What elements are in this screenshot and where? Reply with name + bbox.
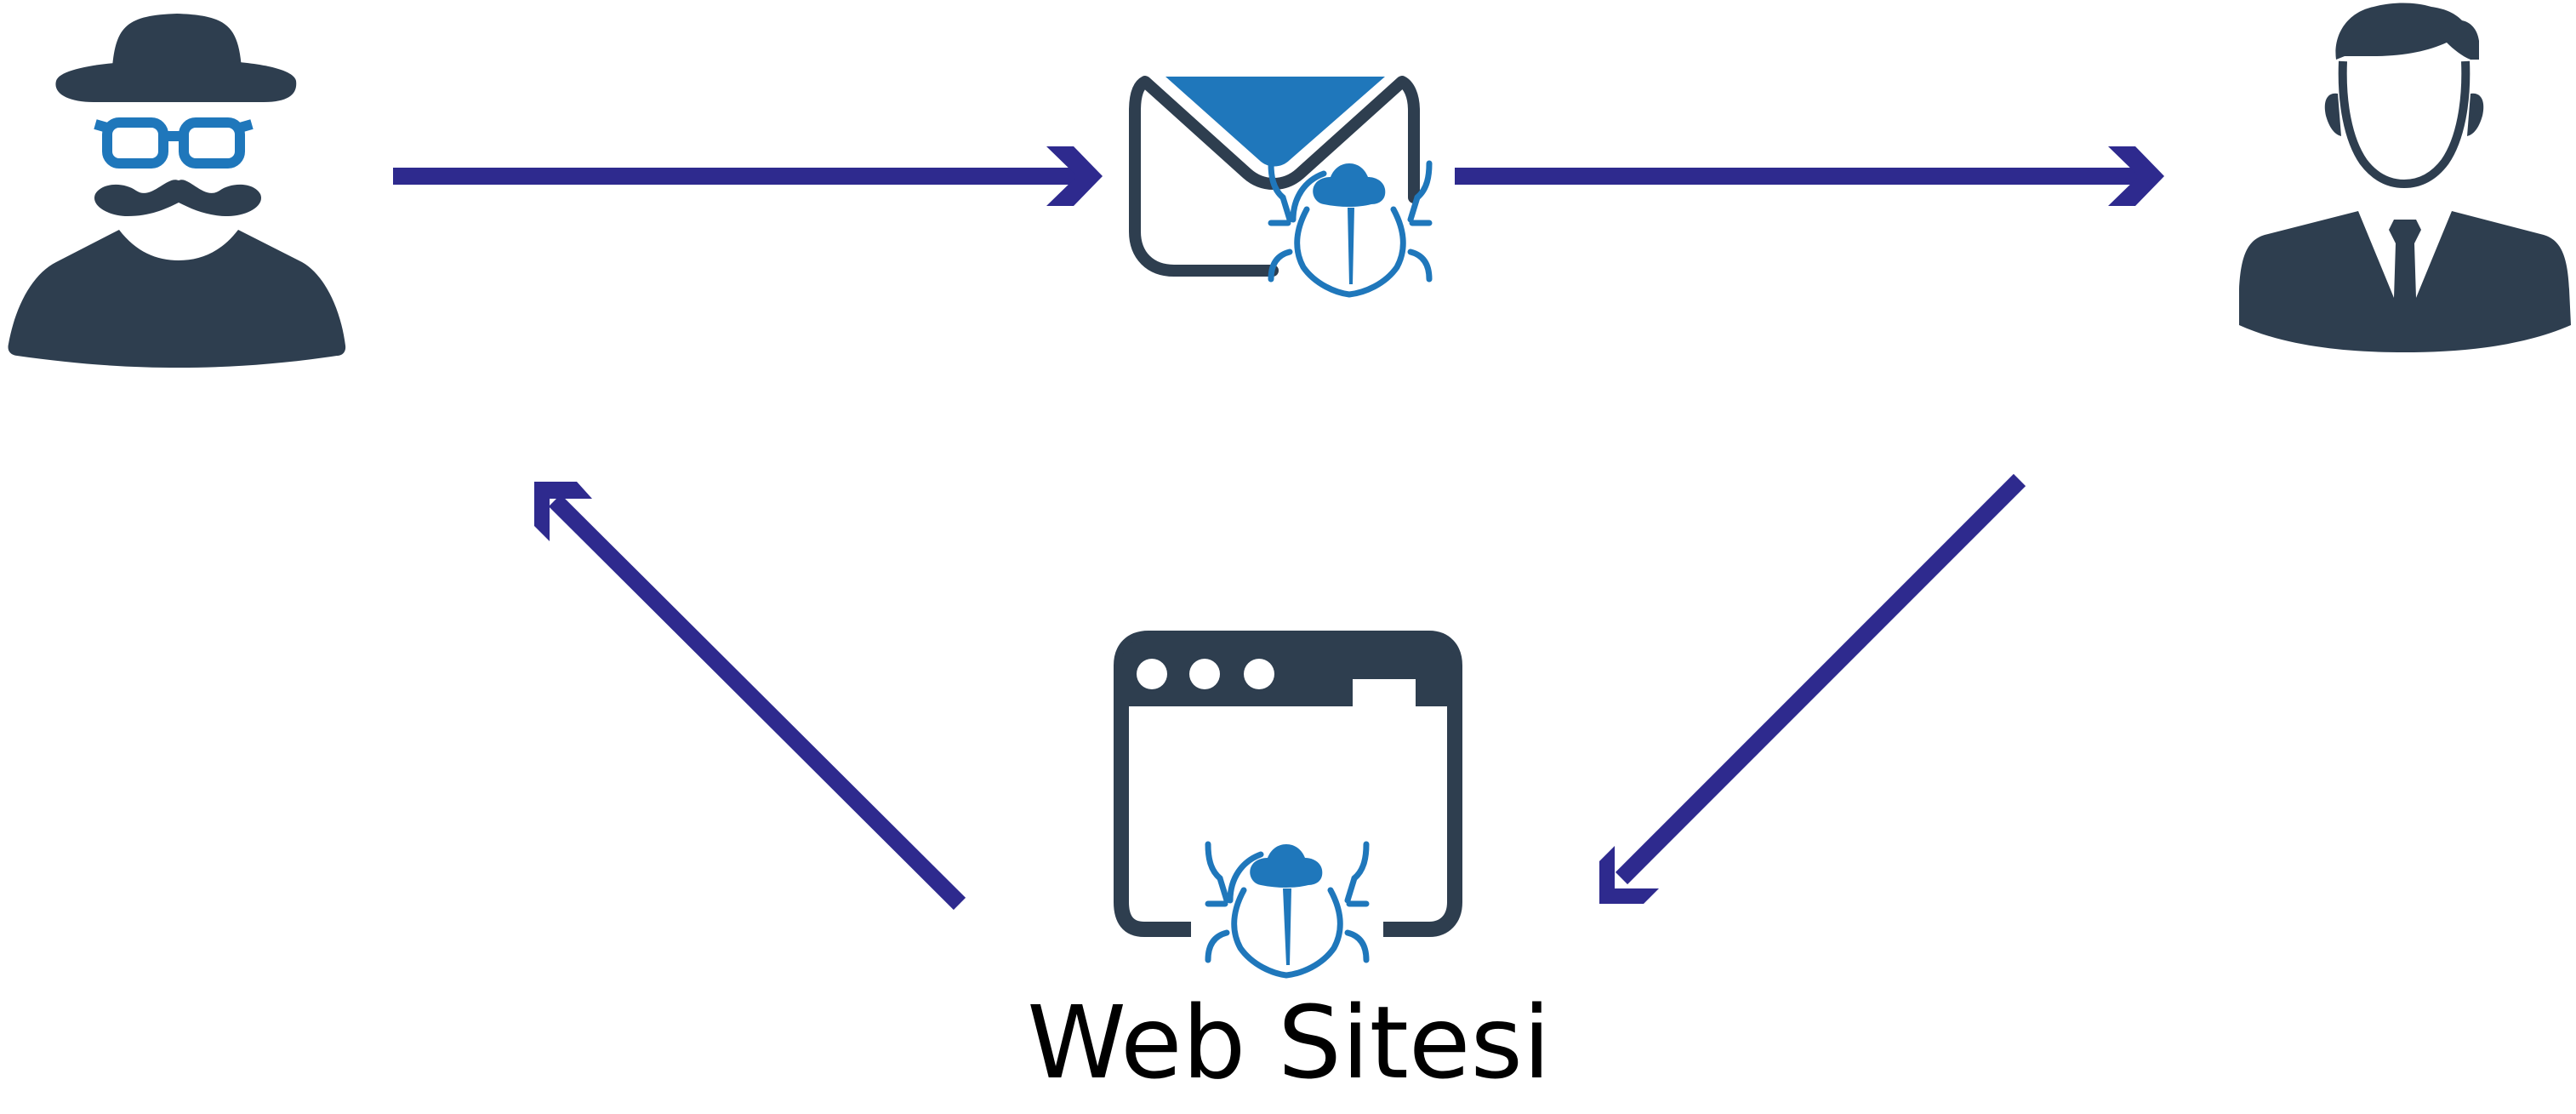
- email-with-bug-icon: [1129, 76, 1433, 298]
- browser-window-with-bug-icon: [1114, 631, 1462, 979]
- arrow-email-to-victim: [1455, 146, 2164, 206]
- website-label: Web Sitesi: [1027, 984, 1551, 1101]
- arrow-attacker-to-email: [393, 146, 1103, 206]
- arrow-website-to-attacker: [534, 482, 966, 911]
- arrow-victim-to-website: [1599, 473, 2026, 904]
- businessman-icon: [2239, 3, 2571, 352]
- hacker-icon: [8, 14, 346, 368]
